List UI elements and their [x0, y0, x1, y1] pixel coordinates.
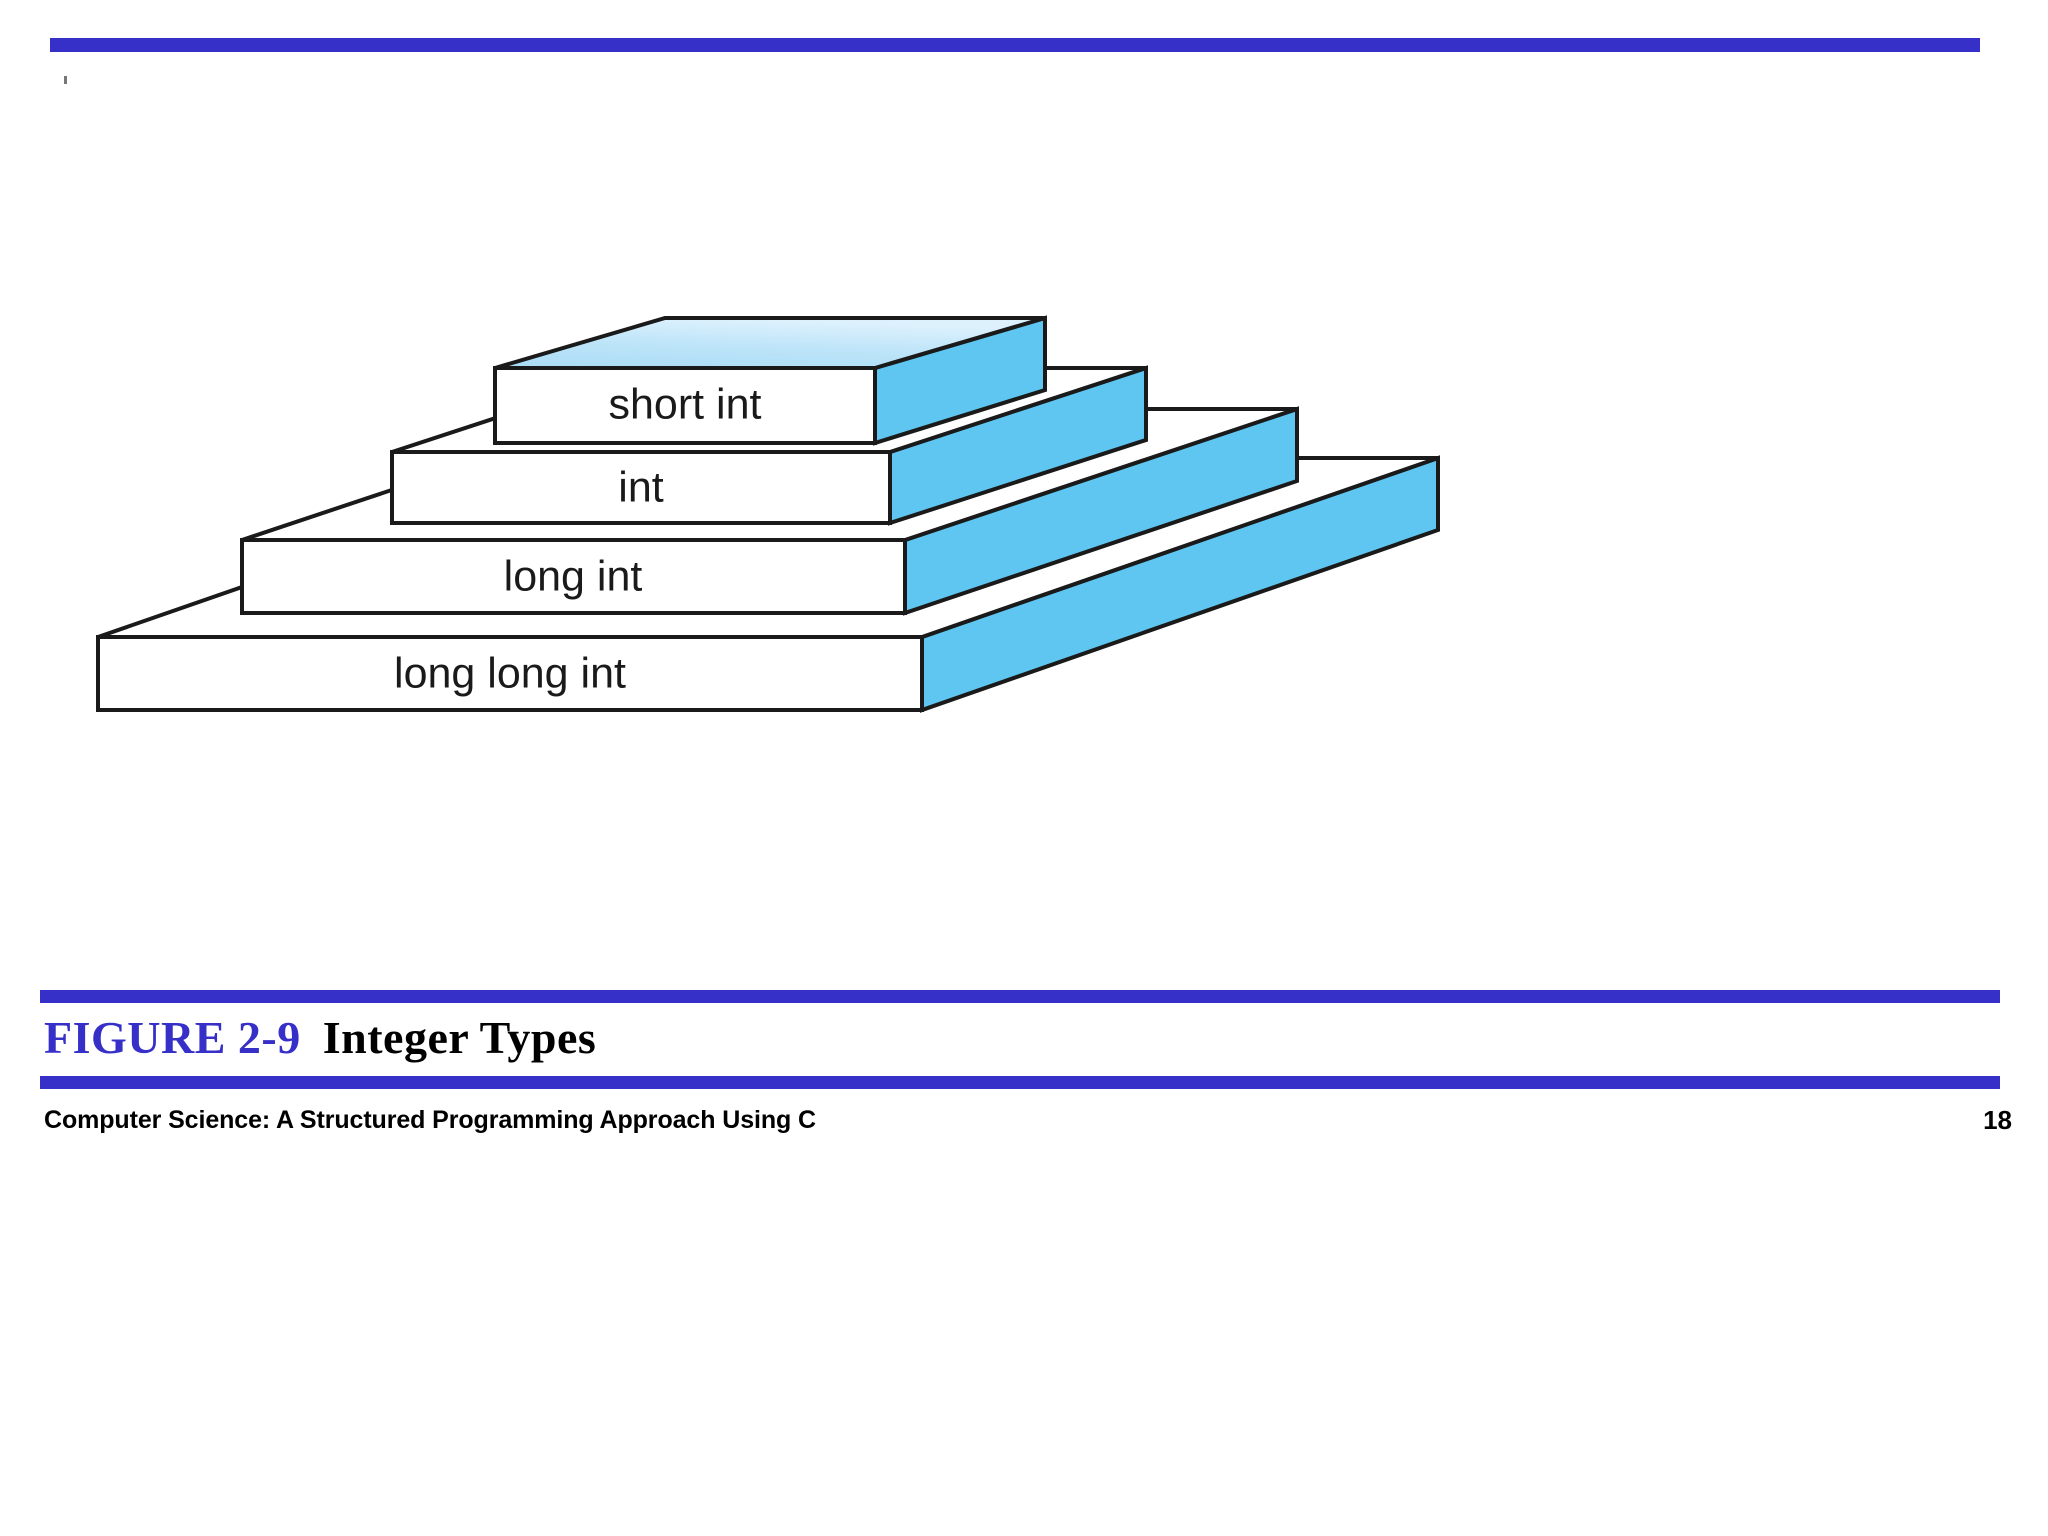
- step-label-long-int: long int: [504, 552, 643, 600]
- step-short-int-front-face: [493, 366, 877, 445]
- page-number: 18: [1983, 1105, 2012, 1135]
- figure-caption: FIGURE 2-9 Integer Types: [44, 1006, 596, 1068]
- figure-title: Integer Types: [322, 1011, 597, 1063]
- top-divider-rule: [50, 38, 1980, 52]
- footer-book-title: Computer Science: A Structured Programmi…: [44, 1106, 816, 1134]
- step-label-int: int: [618, 463, 663, 511]
- step-long-long-int-front-face: [96, 635, 924, 712]
- stepped-pyramid-diagram: long long int long int int short int: [96, 315, 1440, 713]
- step-label-long-long-int: long long int: [394, 649, 626, 697]
- caption-bottom-rule: [40, 1076, 2000, 1089]
- stray-artifact-mark: [64, 76, 67, 84]
- step-int-front-face: [390, 450, 892, 525]
- integer-types-figure: long long int long int int short int: [96, 315, 1440, 713]
- step-short-int: short int: [493, 315, 1047, 446]
- caption-top-rule: [40, 990, 2000, 1003]
- step-label-short-int: short int: [609, 380, 762, 428]
- figure-number: FIGURE 2-9: [44, 1011, 301, 1063]
- step-long-int-front-face: [240, 538, 907, 615]
